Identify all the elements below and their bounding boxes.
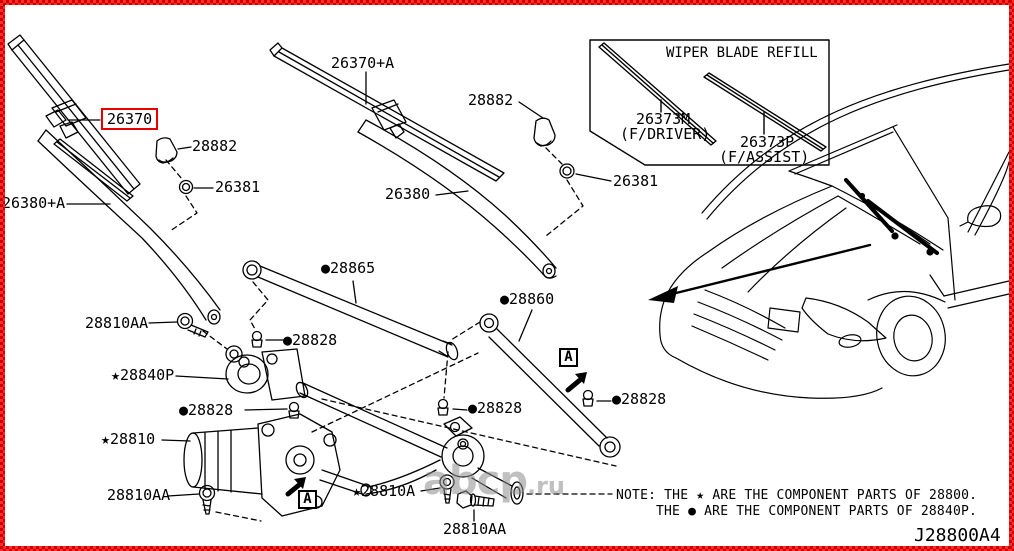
part-label-26373m-position: (F/DRIVER) — [620, 125, 711, 143]
watermark: abcp.ru — [423, 458, 565, 504]
bolt-28810aa-2-drawing — [167, 484, 216, 515]
part-label-26373m[interactable]: 26373M — [636, 110, 691, 128]
abox-arrow-1 — [565, 372, 587, 393]
frame-border-left — [0, 0, 5, 551]
rod-28865-drawing — [242, 260, 459, 361]
part-label-26381-1[interactable]: 26381 — [215, 178, 261, 196]
bolt-28810aa-1-drawing — [148, 312, 209, 338]
part-label-28828-d[interactable]: ●28828 — [612, 390, 667, 408]
part-label-28828-c[interactable]: ●28828 — [468, 399, 523, 417]
part-label-26380[interactable]: 26380 — [385, 185, 431, 203]
part-label-28860[interactable]: ●28860 — [500, 290, 555, 308]
part-label-28828-b[interactable]: ●28828 — [179, 401, 234, 419]
section-marker-a-1: A — [559, 348, 578, 367]
nut-26381-2-drawing — [559, 163, 612, 182]
assembly-dash-2 — [545, 147, 584, 237]
pin-28828-b-drawing — [244, 401, 300, 419]
part-label-28810a[interactable]: ★28810A — [352, 482, 416, 500]
watermark-name: abcp — [423, 458, 528, 504]
part-label-28810aa-2[interactable]: 28810AA — [107, 486, 171, 504]
car-illustration — [648, 63, 1010, 399]
pivot-assembly-2-drawing — [365, 416, 524, 505]
pivot-assembly-1-drawing — [175, 345, 309, 401]
part-label-26370a[interactable]: 26370+A — [331, 54, 395, 72]
part-label-26373p[interactable]: 26373P — [740, 133, 795, 151]
bolt-28810a-drawing — [420, 474, 455, 504]
frame-tube-drawing — [299, 382, 448, 458]
refill-box-title: WIPER BLADE REFILL — [666, 45, 818, 61]
note-line-1: NOTE: THE ★ ARE THE COMPONENT PARTS OF 2… — [616, 488, 978, 503]
pin-28828-d-drawing — [582, 389, 612, 407]
arm-26380a-drawing — [37, 129, 221, 325]
assembly-dash-lines — [202, 281, 617, 522]
part-label-28865[interactable]: ●28865 — [321, 259, 376, 277]
part-label-28810aa-1[interactable]: 28810AA — [85, 314, 149, 332]
diagram-code: J28800A4 — [914, 525, 1001, 546]
frame-border-top — [0, 0, 1014, 5]
part-label-28882-2[interactable]: 28882 — [468, 91, 514, 109]
note-line-2: THE ● ARE THE COMPONENT PARTS OF 28840P. — [656, 504, 978, 519]
bolt-28810aa-3-drawing — [456, 490, 495, 522]
abox-arrow-2 — [285, 477, 306, 497]
motor-28810-drawing — [161, 413, 372, 517]
part-label-26373p-position: (F/ASSIST) — [719, 148, 810, 166]
frame-border-bottom — [0, 546, 1014, 551]
nut-26381-1-drawing — [178, 179, 214, 195]
part-label-28828-a[interactable]: ●28828 — [283, 331, 338, 349]
pin-28828-c-drawing — [437, 398, 468, 416]
arm-26380-drawing — [357, 119, 557, 279]
blade-26370-drawing — [7, 34, 141, 202]
rod-28860-drawing — [479, 309, 621, 458]
watermark-tld: .ru — [526, 472, 566, 500]
blade-26370a-drawing — [269, 42, 505, 182]
assembly-dash-1 — [165, 159, 198, 232]
part-label-28810aa-3[interactable]: 28810AA — [443, 520, 507, 538]
pin-28828-a-drawing — [251, 330, 284, 348]
part-label-28840p[interactable]: ★28840P — [111, 366, 175, 384]
cap-28882-2-drawing — [518, 101, 556, 147]
part-label-26370-highlighted[interactable]: 26370 — [101, 108, 159, 130]
frame-border-right — [1009, 0, 1014, 551]
section-marker-a-2: A — [298, 490, 317, 509]
refill-box-drawing — [589, 39, 830, 166]
part-label-26381-2[interactable]: 26381 — [613, 172, 659, 190]
part-label-26380a[interactable]: 26380+A — [2, 194, 66, 212]
part-label-28882-1[interactable]: 28882 — [192, 137, 238, 155]
part-label-28810[interactable]: ★28810 — [101, 430, 156, 448]
cap-28882-1-drawing — [155, 137, 192, 164]
